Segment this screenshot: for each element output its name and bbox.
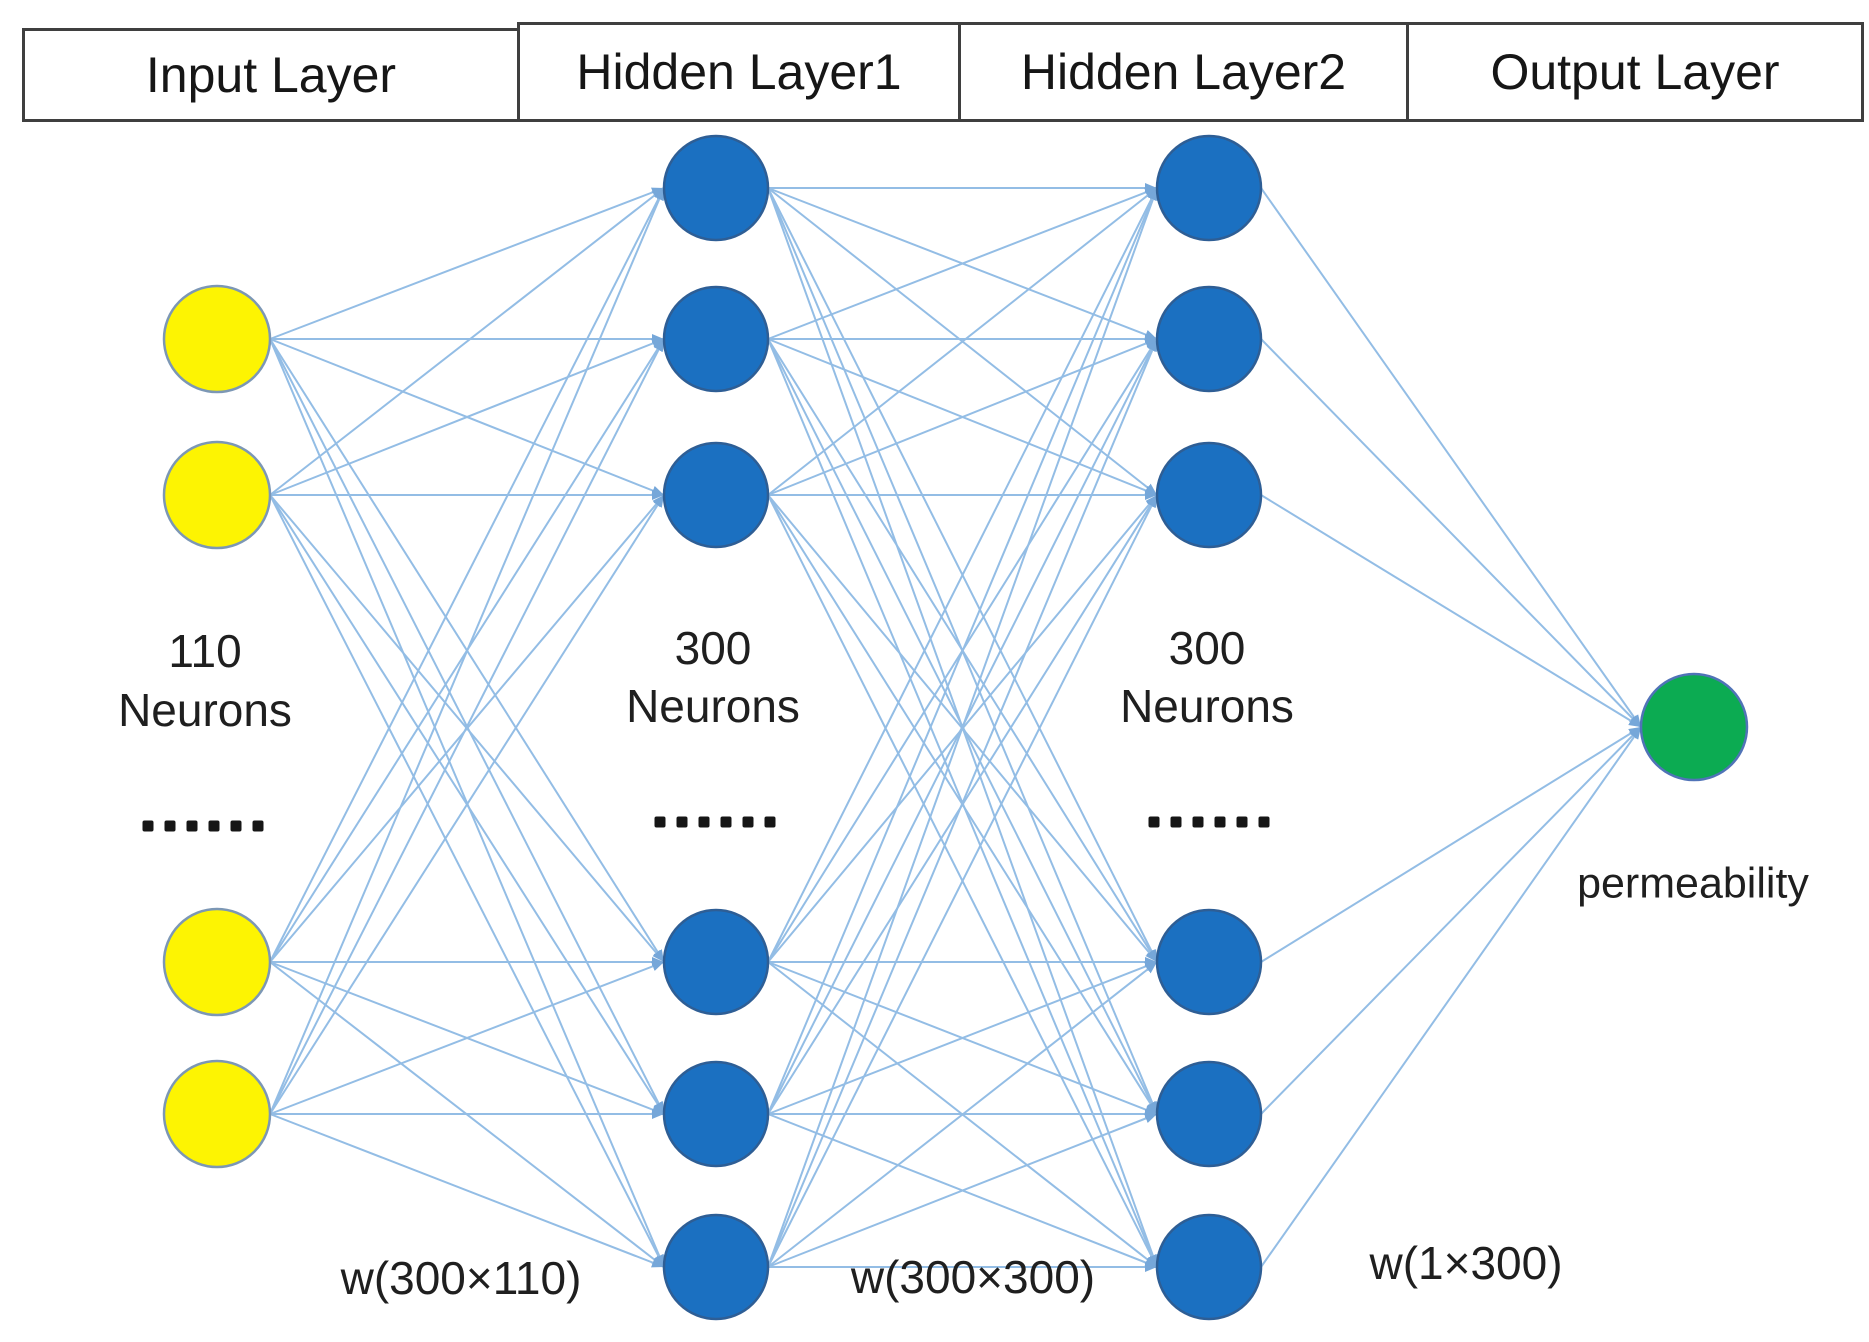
edge-input4-hidden16 — [269, 1113, 665, 1268]
edge-input2-hidden11 — [269, 187, 665, 496]
input-neuron-count: 110 — [168, 625, 242, 677]
hidden2-node-2 — [1155, 285, 1263, 393]
edge-hidden24-output1 — [1260, 726, 1642, 963]
ellipsis-dot — [742, 816, 754, 828]
header-cell-output-layer: Output Layer — [1406, 22, 1864, 122]
ellipsis-dot — [230, 820, 242, 832]
header-cell-input-layer: Input Layer — [22, 28, 520, 122]
header-cell-hidden-layer2: Hidden Layer2 — [958, 22, 1409, 122]
edge-hidden16-hidden22 — [767, 338, 1158, 1268]
hidden2-node-3 — [1155, 441, 1263, 549]
input-node-2 — [162, 440, 272, 550]
header-cell-hidden-layer1: Hidden Layer1 — [517, 22, 961, 122]
edge-input4-hidden12 — [269, 338, 665, 1115]
edge-hidden26-output1 — [1260, 726, 1642, 1268]
weight-label-h2: w(300×300) — [850, 1251, 1096, 1303]
ellipsis-dot — [208, 820, 220, 832]
ellipsis-dot — [252, 820, 264, 832]
ellipsis-dot — [1236, 816, 1248, 828]
ellipsis-dot — [676, 816, 688, 828]
header-label-input-layer: Input Layer — [145, 47, 397, 103]
weight-label-output: w(1×300) — [1369, 1237, 1563, 1289]
edge-input4-hidden11 — [269, 187, 665, 1115]
edge-input2-hidden16 — [269, 494, 665, 1268]
hidden1-node-5 — [662, 1060, 770, 1168]
hidden2-neuron-count: 300 — [1168, 622, 1246, 674]
hidden1-node-3 — [662, 441, 770, 549]
ellipsis-dot — [1170, 816, 1182, 828]
edge-input2-hidden12 — [269, 338, 665, 496]
ellipsis-dot — [1258, 816, 1270, 828]
ellipsis-dot — [164, 820, 176, 832]
hidden1-node-1 — [662, 134, 770, 242]
edge-hidden16-hidden21 — [767, 187, 1158, 1268]
weight-label-h1: w(300×110) — [340, 1252, 582, 1304]
input-node-3 — [162, 907, 272, 1017]
ellipsis-dot — [1192, 816, 1204, 828]
ellipsis-dot — [764, 816, 776, 828]
edge-hidden21-output1 — [1260, 187, 1642, 728]
edge-hidden16-hidden23 — [767, 494, 1158, 1268]
hidden1-node-4 — [662, 908, 770, 1016]
edge-hidden12-hidden21 — [767, 187, 1158, 340]
output-node-1 — [1639, 672, 1749, 782]
header-label-hidden-layer1: Hidden Layer1 — [576, 44, 902, 100]
edge-hidden23-output1 — [1260, 494, 1642, 728]
edge-input4-hidden14 — [269, 961, 665, 1115]
input-node-1 — [162, 284, 272, 394]
edge-input4-hidden13 — [269, 494, 665, 1115]
edge-hidden22-output1 — [1260, 338, 1642, 728]
header-label-output-layer: Output Layer — [1490, 44, 1780, 100]
input-ellipsis-dots — [142, 820, 264, 832]
hidden2-node-5 — [1155, 1060, 1263, 1168]
hidden1-ellipsis-dots — [654, 816, 776, 828]
edge-hidden16-hidden25 — [767, 1113, 1158, 1268]
output-node-label: permeability — [1577, 859, 1809, 908]
ellipsis-dot — [1148, 816, 1160, 828]
edge-hidden13-hidden21 — [767, 187, 1158, 496]
edge-input1-hidden11 — [269, 187, 665, 340]
hidden2-ellipsis-dots — [1148, 816, 1270, 828]
edge-hidden15-hidden21 — [767, 187, 1158, 1115]
hidden2-neuron-unit: Neurons — [1120, 680, 1294, 732]
edge-input3-hidden11 — [269, 187, 665, 963]
ellipsis-dot — [142, 820, 154, 832]
hidden2-node-4 — [1155, 908, 1263, 1016]
edge-hidden16-hidden24 — [767, 961, 1158, 1268]
hidden1-neuron-count: 300 — [674, 622, 752, 674]
ellipsis-dot — [186, 820, 198, 832]
hidden1-node-6 — [662, 1213, 770, 1321]
hidden2-node-1 — [1155, 134, 1263, 242]
ellipsis-dot — [720, 816, 732, 828]
hidden1-neuron-unit: Neurons — [626, 680, 800, 732]
ellipsis-dot — [654, 816, 666, 828]
edge-hidden14-hidden21 — [767, 187, 1158, 963]
edge-hidden25-output1 — [1260, 726, 1642, 1115]
input-neuron-unit: Neurons — [118, 684, 292, 736]
hidden1-node-2 — [662, 285, 770, 393]
ellipsis-dot — [698, 816, 710, 828]
header-label-hidden-layer2: Hidden Layer2 — [1020, 44, 1347, 100]
hidden2-node-6 — [1155, 1213, 1263, 1321]
ellipsis-dot — [1214, 816, 1226, 828]
input-node-4 — [162, 1059, 272, 1169]
